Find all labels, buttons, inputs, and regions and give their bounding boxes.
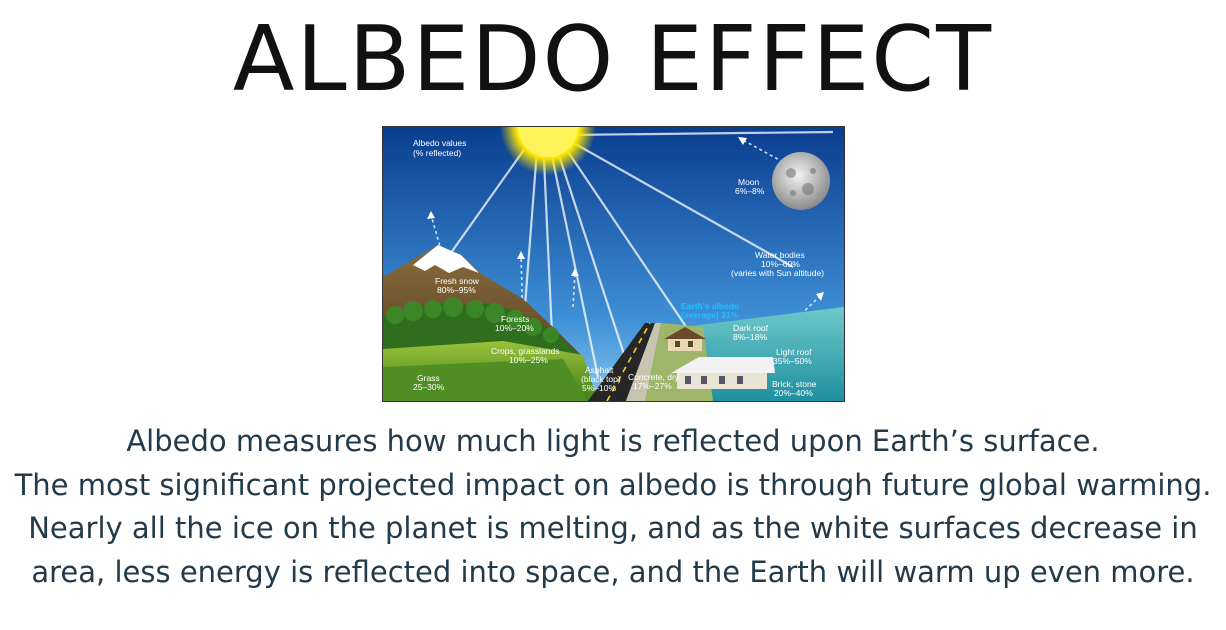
forests-value: 10%–20%: [495, 323, 534, 333]
svg-text:(average) 31%: (average) 31%: [681, 310, 739, 320]
header-line-2: (% reflected): [413, 148, 461, 158]
light-roof-value: 35%–50%: [773, 356, 812, 366]
svg-text:Asphalt: Asphalt: [585, 365, 614, 375]
svg-text:(% reflected): (% reflected): [413, 148, 461, 158]
crops-label: Crops, grasslands: [491, 346, 560, 356]
asphalt-value: 5%–10%: [582, 383, 616, 393]
svg-text:17%–27%: 17%–27%: [633, 381, 672, 391]
svg-text:80%–95%: 80%–95%: [437, 285, 476, 295]
svg-text:Light roof: Light roof: [776, 347, 812, 357]
moon-label: Moon: [738, 177, 760, 187]
water-value: 10%–60%: [761, 259, 800, 269]
moon-value: 6%–8%: [735, 186, 765, 196]
svg-text:(varies with Sun altitude): (varies with Sun altitude): [731, 268, 824, 278]
svg-text:25–30%: 25–30%: [413, 382, 445, 392]
svg-text:6%–8%: 6%–8%: [735, 186, 765, 196]
svg-text:Water bodies: Water bodies: [755, 250, 805, 260]
brick-label: Brick, stone: [772, 379, 817, 389]
svg-text:35%–50%: 35%–50%: [773, 356, 812, 366]
arrow-heads: [427, 137, 824, 301]
earth-albedo-value: (average) 31%: [681, 310, 739, 320]
svg-text:Brick, stone: Brick, stone: [772, 379, 817, 389]
light-roof-house: [671, 357, 775, 389]
body-text: Albedo measures how much light is reflec…: [0, 420, 1226, 594]
snow-value: 80%–95%: [437, 285, 476, 295]
asphalt-note: (black top): [581, 374, 621, 384]
forests-label: Forests: [501, 314, 529, 324]
dark-roof-house: [664, 327, 706, 351]
page-title: ALBEDO EFFECT: [232, 7, 994, 112]
light-roof-label: Light roof: [776, 347, 812, 357]
concrete-label: Concrete, dry: [628, 372, 680, 382]
svg-text:Crops, grasslands: Crops, grasslands: [491, 346, 560, 356]
svg-text:(black top): (black top): [581, 374, 621, 384]
moon: [772, 152, 830, 210]
header-line-1: Albedo values: [413, 138, 466, 148]
asphalt-label: Asphalt: [585, 365, 614, 375]
water-label: Water bodies: [755, 250, 805, 260]
body-line-1: Albedo measures how much light is reflec…: [126, 424, 1100, 458]
snow-cap: [413, 245, 479, 273]
svg-text:Dark roof: Dark roof: [733, 323, 769, 333]
svg-text:10%–25%: 10%–25%: [509, 355, 548, 365]
svg-text:20%–40%: 20%–40%: [774, 388, 813, 398]
svg-text:5%–10%: 5%–10%: [582, 383, 616, 393]
svg-text:Grass: Grass: [417, 373, 440, 383]
snow-label: Fresh snow: [435, 276, 480, 286]
svg-text:Forests: Forests: [501, 314, 529, 324]
concrete-value: 17%–27%: [633, 381, 672, 391]
svg-text:8%–18%: 8%–18%: [733, 332, 767, 342]
water-note: (varies with Sun altitude): [731, 268, 824, 278]
svg-text:10%–60%: 10%–60%: [761, 259, 800, 269]
body-line-2: The most significant projected impact on…: [14, 467, 1212, 589]
earth-albedo-label: Earth's albedo: [681, 301, 739, 311]
svg-text:10%–20%: 10%–20%: [495, 323, 534, 333]
svg-text:Concrete, dry: Concrete, dry: [628, 372, 680, 382]
crops-value: 10%–25%: [509, 355, 548, 365]
svg-text:Fresh snow: Fresh snow: [435, 276, 480, 286]
grass-label: Grass: [417, 373, 440, 383]
albedo-diagram: Albedo values (% reflected) Moon 6%–8% W…: [383, 127, 844, 401]
dark-roof-value: 8%–18%: [733, 332, 767, 342]
svg-text:Moon: Moon: [738, 177, 760, 187]
dark-roof-label: Dark roof: [733, 323, 769, 333]
road: [588, 323, 655, 401]
svg-text:Albedo values: Albedo values: [413, 138, 466, 148]
svg-text:Earth's albedo: Earth's albedo: [681, 301, 739, 311]
grass-value: 25–30%: [413, 382, 445, 392]
brick-value: 20%–40%: [774, 388, 813, 398]
concrete-strip: [626, 323, 661, 401]
